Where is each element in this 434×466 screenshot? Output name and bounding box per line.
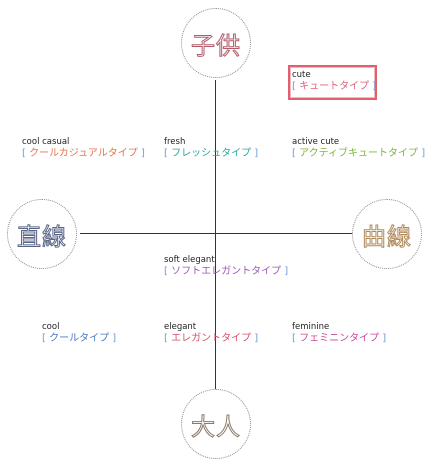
pole-child: 子供 [181, 8, 251, 78]
type-ja-label: [ エレガントタイプ ] [164, 332, 259, 344]
horizontal-axis [80, 233, 354, 234]
type-ja-label: [ フェミニンタイプ ] [292, 332, 387, 344]
type-ja-label: [ フレッシュタイプ ] [164, 147, 259, 159]
type-en-label: feminine [292, 322, 330, 332]
type-en-label: cool [42, 322, 60, 332]
vertical-axis [215, 80, 216, 390]
type-soft-elegant: soft elegant [ ソフトエレガントタイプ ] [164, 255, 288, 278]
type-en-label: cool casual [22, 137, 70, 147]
type-fresh: fresh [ フレッシュタイプ ] [164, 137, 258, 160]
type-ja-label: [ クールカジュアルタイプ ] [22, 147, 145, 159]
type-ja-label: [ キュートタイプ ] [292, 80, 377, 92]
cute-highlight-box [288, 65, 377, 100]
type-ja-label: [ アクティブキュートタイプ ] [292, 147, 426, 159]
type-en-label: fresh [164, 137, 186, 147]
type-en-label: cute [292, 70, 311, 80]
type-feminine: feminine [ フェミニンタイプ ] [292, 322, 386, 345]
type-en-label: soft elegant [164, 255, 215, 265]
type-en-label: active cute [292, 137, 340, 147]
type-cool: cool [ クールタイプ ] [42, 322, 116, 345]
type-cool-casual: cool casual [ クールカジュアルタイプ ] [22, 137, 145, 160]
type-ja-label: [ クールタイプ ] [42, 332, 117, 344]
pole-straight: 直線 [7, 199, 77, 269]
type-elegant: elegant [ エレガントタイプ ] [164, 322, 258, 345]
pole-curve: 曲線 [352, 199, 422, 269]
type-ja-label: [ ソフトエレガントタイプ ] [164, 265, 289, 277]
type-en-label: elegant [164, 322, 197, 332]
type-cute: cute [ キュートタイプ ] [292, 70, 376, 93]
type-active-cute: active cute [ アクティブキュートタイプ ] [292, 137, 425, 160]
pole-adult: 大人 [181, 389, 251, 459]
